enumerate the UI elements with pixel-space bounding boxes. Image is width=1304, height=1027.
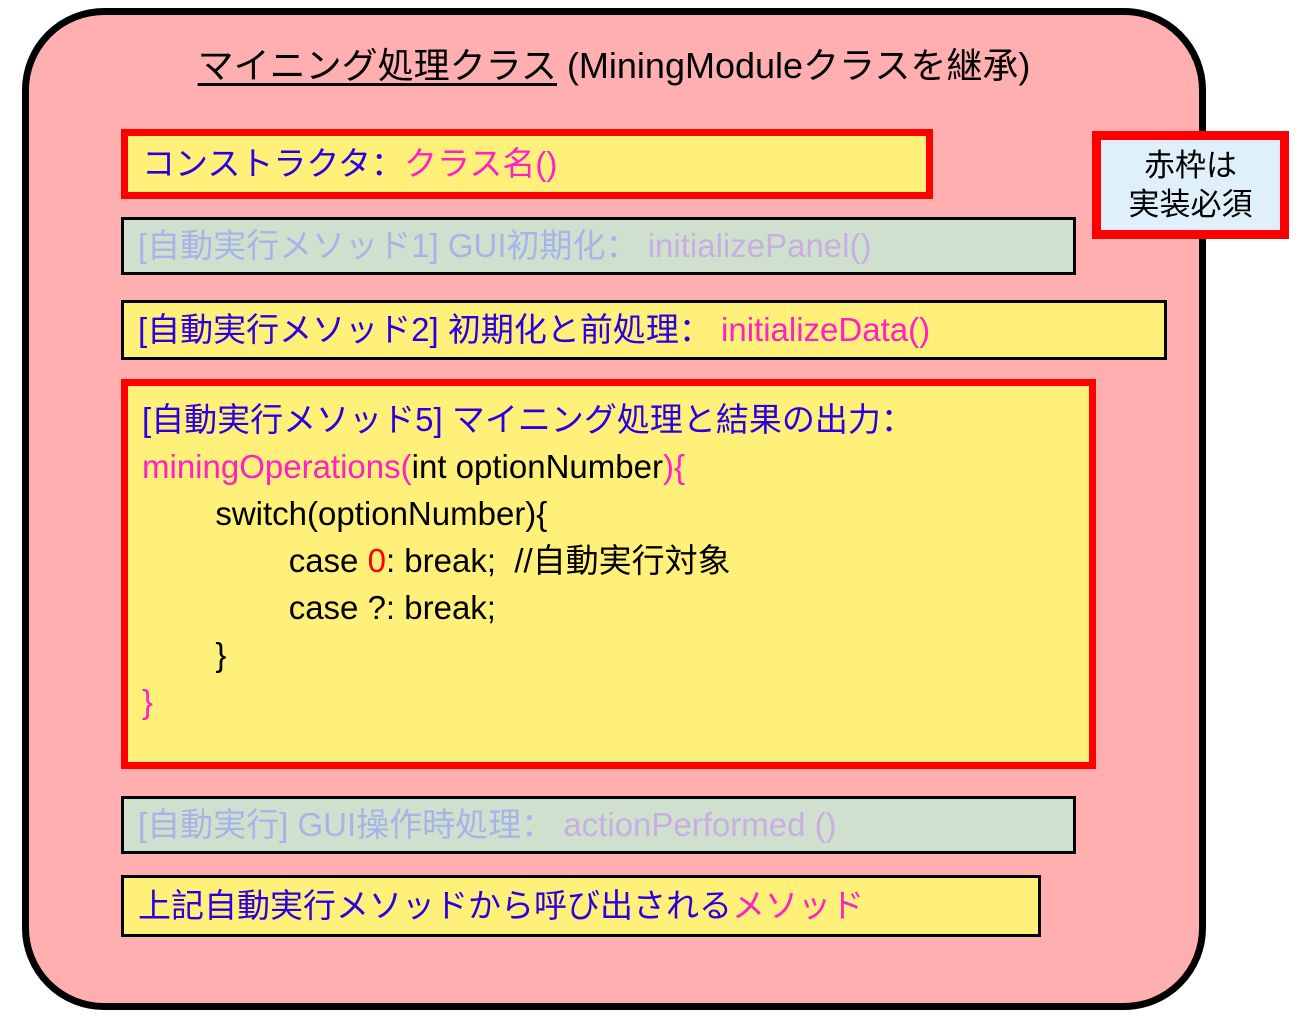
member-box-mining-operations[interactable]: [自動実行メソッド5] マイニング処理と結果の出力： miningOperati… (121, 379, 1096, 769)
mining-signature-line: miningOperations(int optionNumber){ (128, 443, 1089, 490)
class-diagram-container: マイニング処理クラス (MiningModuleクラスを継承) コンストラクタ：… (22, 8, 1206, 1010)
member-box-action-performed[interactable]: [自動実行] GUI操作時処理： actionPerformed () (121, 796, 1076, 854)
constructor-line: コンストラクタ：クラス名() (128, 144, 558, 183)
called-methods-keyword: メソッド (732, 886, 864, 924)
case-zero-prefix: case (142, 542, 368, 579)
legend-line-1: 赤枠は (1144, 148, 1237, 183)
called-methods-line: 上記自動実行メソッドから呼び出されるメソッド (124, 886, 864, 925)
member-box-initialize-data[interactable]: [自動実行メソッド2] 初期化と前処理： initializeData() (121, 300, 1167, 360)
initialize-panel-method-name: initializePanel() (638, 226, 872, 264)
initialize-data-method-name: initializeData() (711, 310, 931, 348)
called-methods-label: 上記自動実行メソッドから呼び出される (138, 886, 732, 924)
mining-header-label: [自動実行メソッド5] マイニング処理と結果の出力： (142, 401, 914, 438)
action-performed-method-name: actionPerformed () (554, 805, 837, 843)
constructor-label: コンストラクタ： (142, 144, 405, 182)
mining-method-close-brace: } (142, 683, 154, 720)
mining-parameters: int optionNumber (411, 448, 663, 485)
action-performed-label: [自動実行] GUI操作時処理： (138, 805, 555, 843)
mining-switch-line: switch(optionNumber){ (142, 495, 548, 532)
member-box-called-methods[interactable]: 上記自動実行メソッドから呼び出されるメソッド (121, 875, 1041, 937)
class-title: マイニング処理クラス (MiningModuleクラスを継承) (29, 37, 1199, 89)
class-title-main: マイニング処理クラス (197, 45, 557, 86)
mining-case-zero-line: case 0: break; //自動実行対象 (128, 537, 1089, 584)
initialize-panel-label: [自動実行メソッド1] GUI初期化： (138, 226, 639, 264)
class-title-superclass-note: (MiningModuleクラスを継承) (556, 45, 1031, 86)
mining-case-question-line: case ?: break; (142, 589, 496, 626)
member-box-constructor[interactable]: コンストラクタ：クラス名() (121, 129, 933, 199)
member-box-initialize-panel[interactable]: [自動実行メソッド1] GUI初期化： initializePanel() (121, 217, 1076, 275)
mining-brace-open: { (673, 448, 685, 485)
mining-header-line: [自動実行メソッド5] マイニング処理と結果の出力： (128, 396, 1089, 443)
case-zero-suffix: : break; //自動実行対象 (385, 542, 731, 579)
initialize-data-label: [自動実行メソッド2] 初期化と前処理： (138, 310, 712, 348)
constructor-method-name: クラス名() (404, 144, 558, 182)
legend-red-border-required: 赤枠は 実装必須 (1092, 131, 1289, 239)
mining-paren-close: ) (662, 448, 674, 485)
action-performed-line: [自動実行] GUI操作時処理： actionPerformed () (124, 805, 837, 844)
legend-line-2: 実装必須 (1128, 187, 1253, 222)
mining-switch-close-brace: } (142, 636, 227, 673)
initialize-panel-line: [自動実行メソッド1] GUI初期化： initializePanel() (124, 226, 872, 265)
case-zero-value: 0 (367, 542, 386, 579)
mining-paren-open: ( (400, 448, 412, 485)
mining-method-name: miningOperations (142, 448, 401, 485)
initialize-data-line: [自動実行メソッド2] 初期化と前処理： initializeData() (124, 310, 931, 349)
